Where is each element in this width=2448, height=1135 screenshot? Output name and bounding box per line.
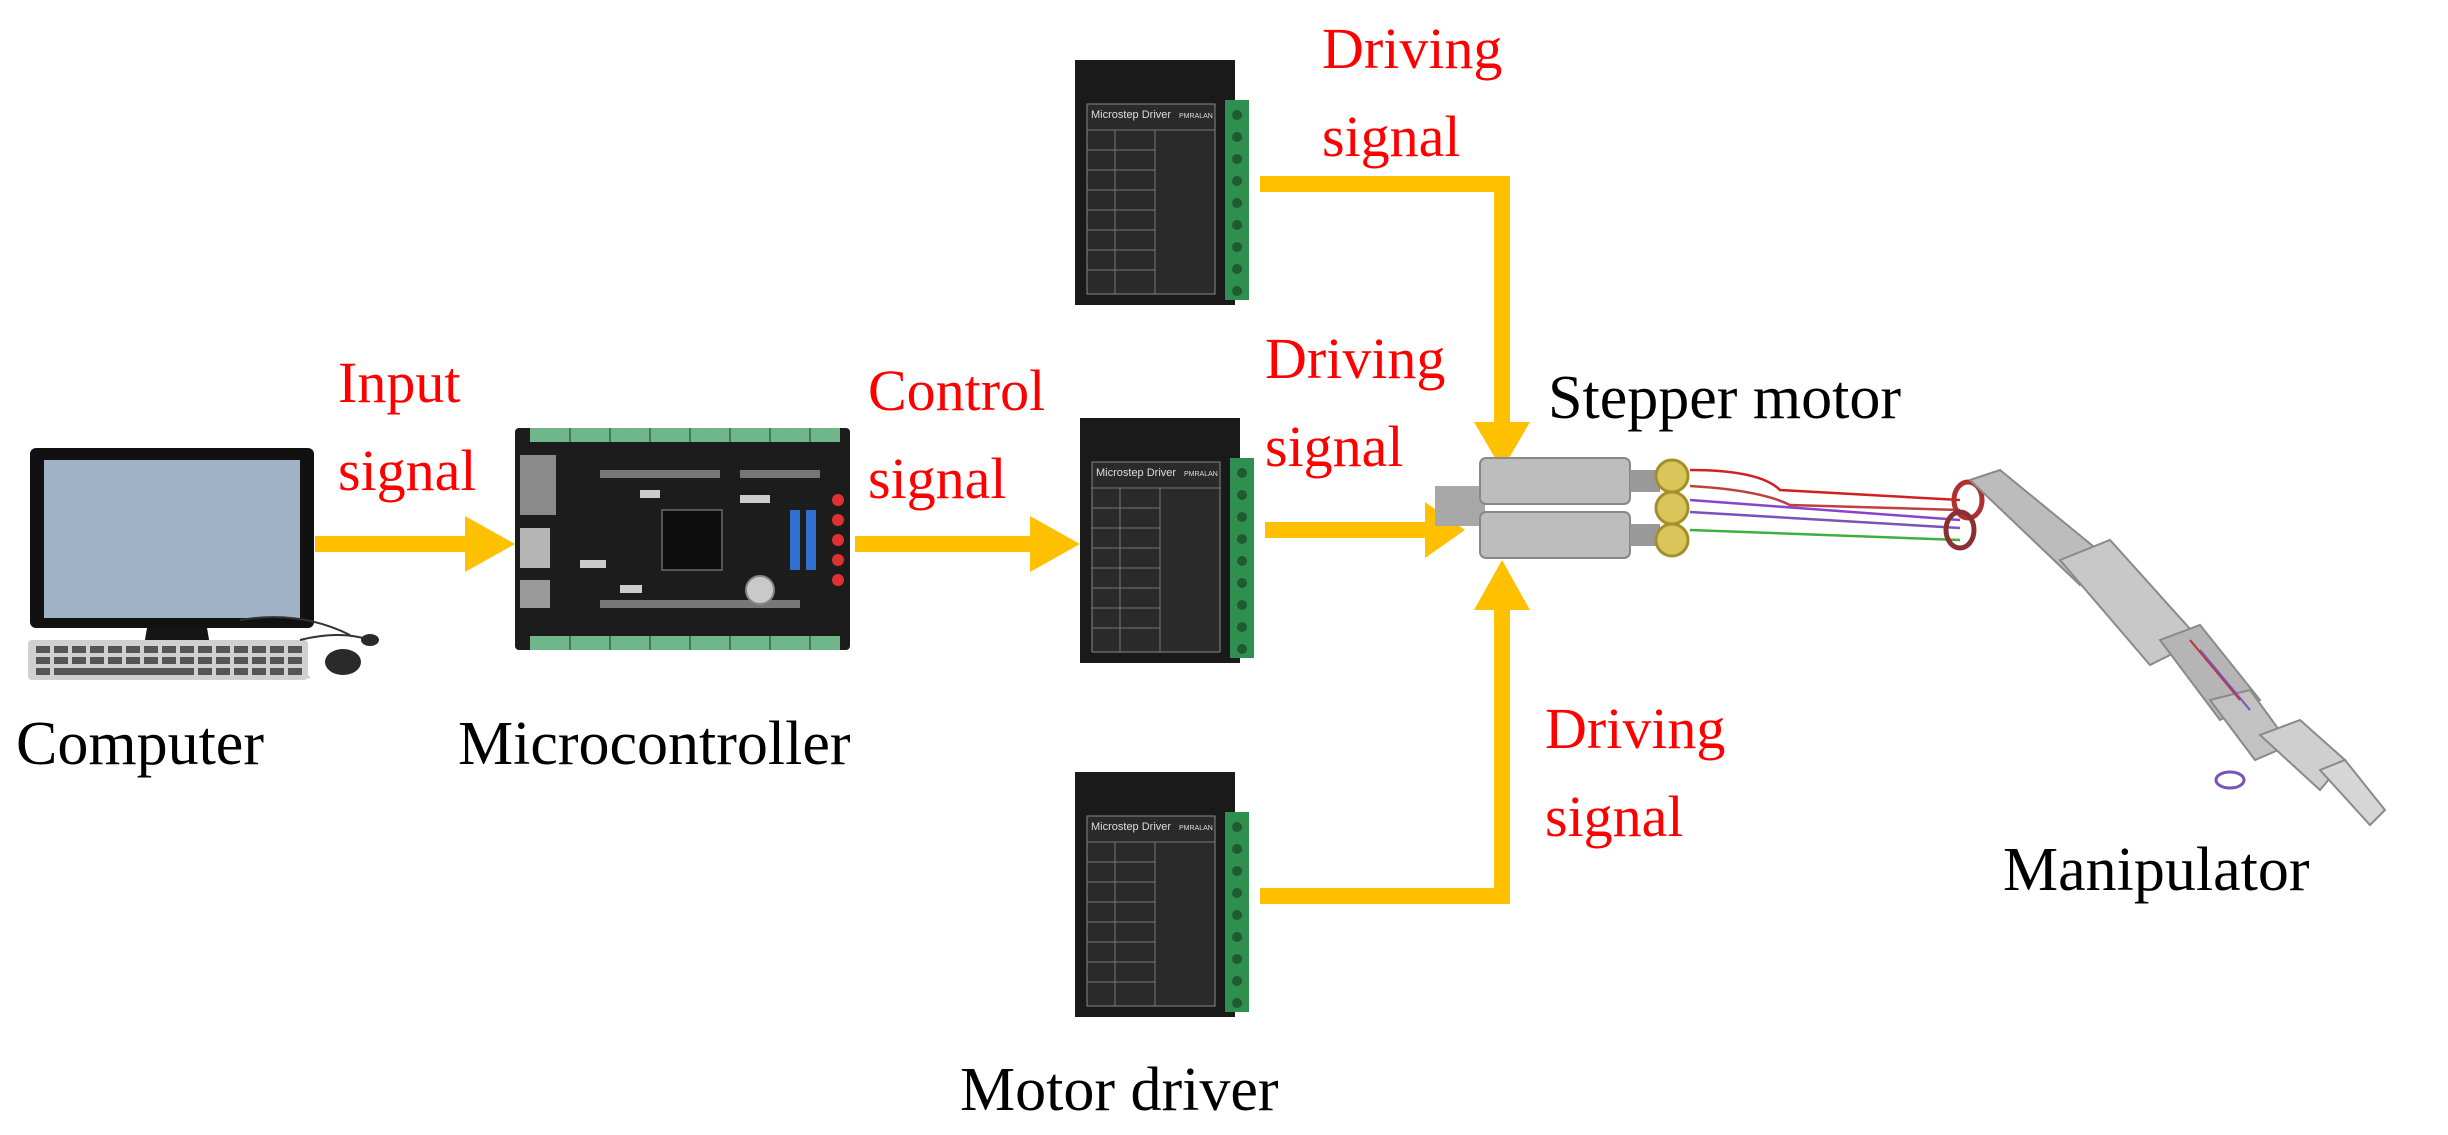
connector-arrows (315, 176, 1530, 904)
driving-signal-bottom-label-line1: Driving (1545, 696, 1725, 761)
stepper-motor-icon (1435, 457, 1690, 559)
driving-signal-mid-label-line2: signal (1265, 414, 1404, 479)
manipulator-caption: Manipulator (2003, 836, 2310, 904)
microcontroller-caption: Microcontroller (458, 710, 851, 778)
control-signal-label-line1: Control (868, 358, 1045, 423)
signal-labels: Input signal Control signal Driving sign… (338, 16, 1725, 849)
mouse-icon (239, 616, 379, 675)
driving-signal-mid-label-line1: Driving (1265, 326, 1445, 391)
driver-panel-badge: PMRALAN (1179, 113, 1213, 120)
driver-panel-badge: PMRALAN (1179, 825, 1213, 832)
driver-panel-badge: PMRALAN (1184, 471, 1218, 478)
driving-signal-arrow-bottom (1260, 560, 1530, 904)
circuit-board-icon (515, 428, 850, 650)
desktop-computer-icon (28, 448, 379, 680)
computer-caption: Computer (16, 710, 264, 778)
microstep-driver-icon-top: Microstep Driver PMRALAN (1075, 60, 1249, 305)
input-signal-arrow (315, 516, 515, 572)
driver-panel-title: Microstep Driver (1091, 109, 1171, 121)
microstep-driver-icon-mid: Microstep Driver PMRALAN (1080, 418, 1254, 663)
control-signal-arrow (855, 516, 1080, 572)
microstep-driver-icon-bottom: Microstep Driver PMRALAN (1075, 772, 1249, 1017)
input-signal-label-line1: Input (338, 350, 460, 415)
driver-panel-title: Microstep Driver (1096, 467, 1176, 479)
robotic-arm-icon (1689, 468, 2387, 827)
stepper-motor-caption: Stepper motor (1548, 364, 1901, 432)
control-signal-label-line2: signal (868, 446, 1007, 511)
driving-signal-arrow-top (1260, 176, 1530, 470)
driving-signal-top-label-line1: Driving (1322, 16, 1502, 81)
driver-panel-title: Microstep Driver (1091, 821, 1171, 833)
keyboard-icon (28, 640, 310, 680)
motor-driver-caption: Motor driver (960, 1056, 1279, 1124)
input-signal-label-line2: signal (338, 438, 477, 503)
component-captions: Computer Microcontroller Motor driver St… (16, 364, 2310, 1124)
driving-signal-bottom-label-line2: signal (1545, 784, 1684, 849)
driving-signal-top-label-line2: signal (1322, 104, 1461, 169)
